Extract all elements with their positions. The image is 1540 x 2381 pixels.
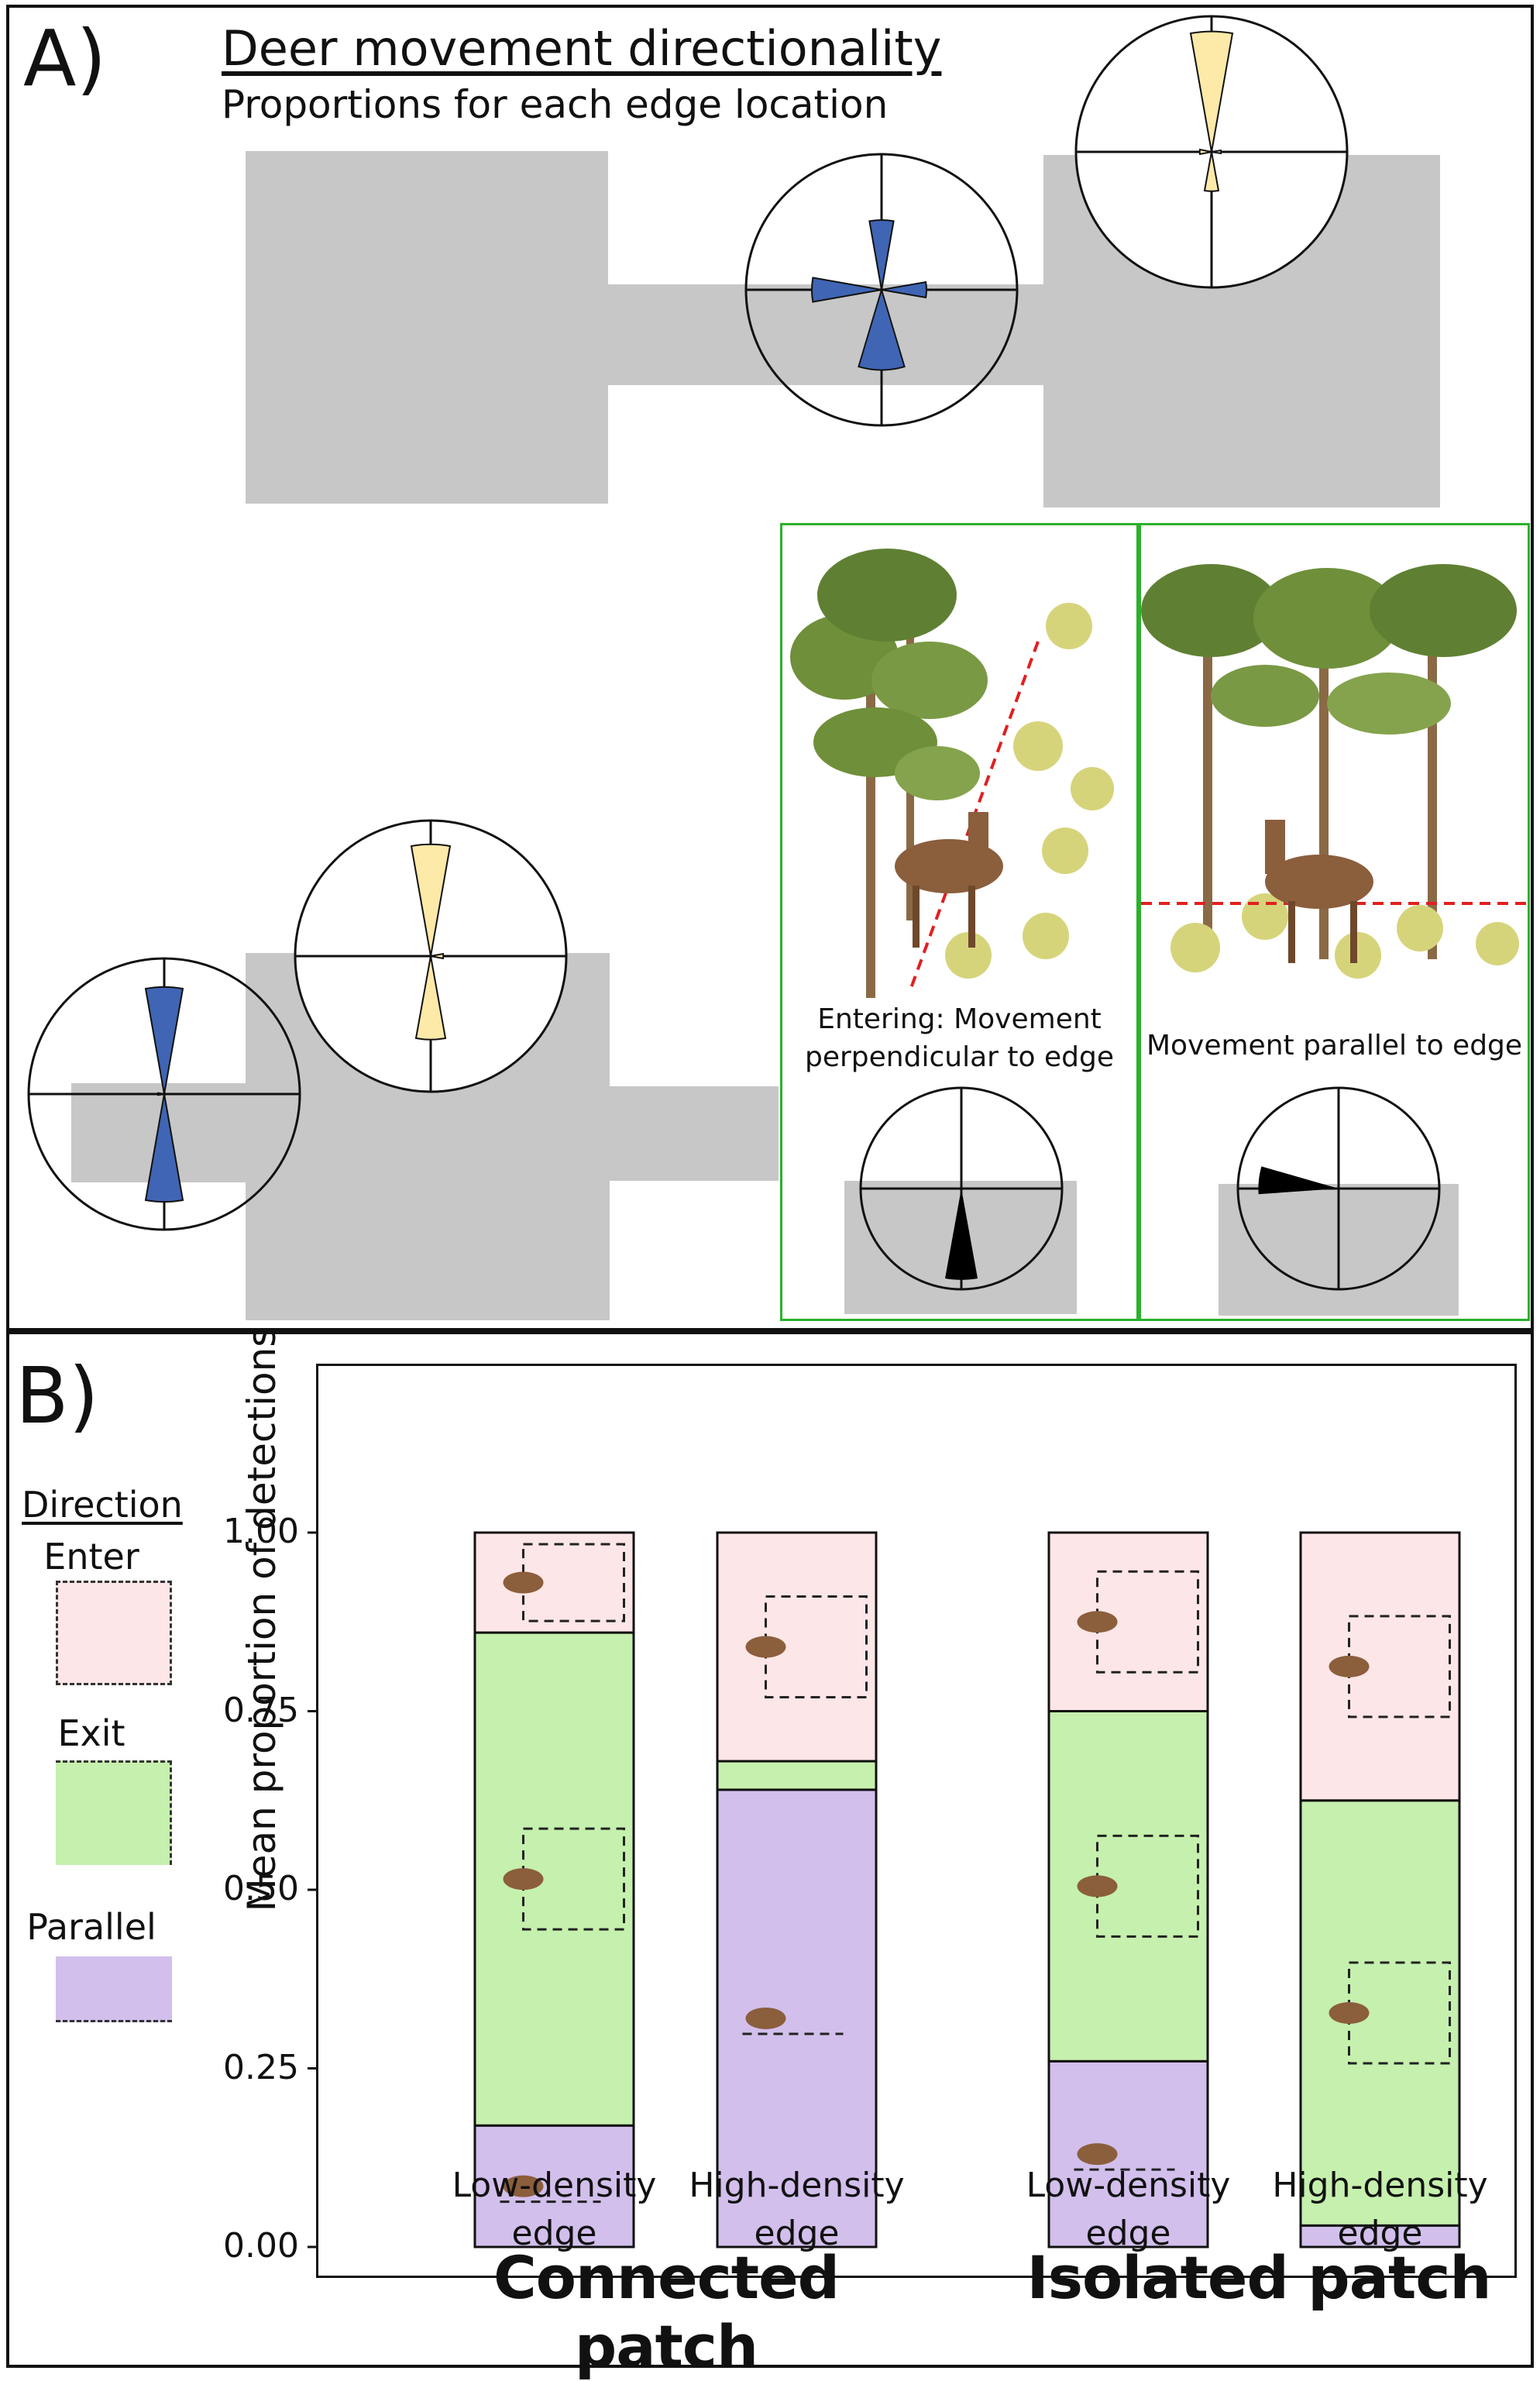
rose-petal — [414, 955, 447, 1041]
legend-label-enter: Enter — [43, 1536, 139, 1578]
exit-glyph — [1348, 1961, 1451, 2065]
y-axis-title-text: Mean proportion of detections — [239, 1326, 284, 1912]
rose-petal — [1203, 151, 1220, 192]
plot-area — [308, 1364, 1517, 2278]
category-label-line: Low-density — [1026, 2166, 1231, 2205]
panel-a: A) Deer movement directionality Proporti… — [6, 5, 1534, 1331]
deer-icon — [503, 1571, 544, 1594]
category-label-line: High-density — [1272, 2166, 1488, 2205]
deer-icon — [1077, 1611, 1118, 1633]
rose-inset-entering — [859, 1086, 1064, 1291]
rose-isolated-edge — [294, 819, 568, 1093]
bar-segment-enter — [716, 1531, 878, 1763]
rose-petal — [858, 287, 906, 371]
rose-petal — [156, 1092, 165, 1096]
category-label-line: High-density — [689, 2166, 905, 2205]
bar-segment-enter — [473, 1531, 635, 1634]
bar-segment-parallel — [473, 2124, 635, 2249]
category-label-line: edge — [511, 2213, 597, 2253]
inset-parallel-caption: Movement parallel to edge — [1146, 1030, 1523, 1061]
rose-petal — [430, 952, 445, 960]
y-tick-label: 0.25 — [223, 2047, 299, 2087]
deer-icon — [745, 1636, 786, 1658]
enter-glyph — [1348, 1615, 1451, 1719]
y-tick-label: 0.50 — [223, 1869, 299, 1908]
rose-petal — [945, 1189, 978, 1280]
rose-petal — [410, 843, 452, 957]
isolated-patch-right-strip — [610, 1086, 779, 1181]
rose-connected-corridor — [744, 153, 1019, 427]
group-label-connected: Connected patch — [493, 2243, 840, 2381]
deer-icon — [1077, 1875, 1118, 1898]
panel-a-letter: A) — [23, 13, 107, 104]
y-tick-label: 0.75 — [223, 1690, 299, 1730]
inset-entering: deer Entering: Movement perpendicular to… — [780, 523, 1139, 1321]
rose-connected-edge — [1074, 15, 1349, 289]
legend-swatch-parallel — [56, 1956, 172, 2022]
panel-a-title: Deer movement directionality — [222, 20, 942, 77]
rose-petal — [1211, 149, 1222, 155]
deer-icon — [745, 2007, 786, 2029]
bar-segment-parallel — [716, 1788, 878, 2249]
legend-label-exit: Exit — [57, 1712, 125, 1754]
legend-label-parallel: Parallel — [26, 1906, 156, 1948]
bar-segment-enter — [1299, 1531, 1461, 1802]
rose-petal — [1258, 1166, 1339, 1195]
category-label: High-density edge — [1256, 2162, 1504, 2257]
bar-segment-exit — [473, 1631, 635, 2127]
rose-inset-parallel — [1236, 1086, 1441, 1291]
forest-edge-illustration: deer — [790, 549, 1114, 998]
legend-swatch-exit — [56, 1760, 172, 1865]
group-label-isolated: Isolated patch — [1026, 2243, 1492, 2312]
legend-title: Direction — [22, 1484, 183, 1526]
caption-line: Entering: Movement — [817, 1003, 1102, 1035]
category-label-line: edge — [1337, 2213, 1423, 2253]
category-label: High-density edge — [673, 2162, 921, 2257]
category-label-line: edge — [754, 2213, 840, 2253]
y-tick-label: 0.00 — [223, 2226, 299, 2266]
deer-icon — [1077, 2143, 1118, 2166]
category-label: Low-density edge — [431, 2162, 679, 2257]
bar-segment-exit — [1299, 1799, 1461, 2227]
caption-line: perpendicular to edge — [805, 1041, 1114, 1073]
deer-icon — [503, 1868, 544, 1891]
rose-petal — [881, 280, 927, 299]
category-label-line: Low-density — [452, 2166, 657, 2205]
deer-icon — [1329, 1655, 1370, 1677]
enter-glyph — [1096, 1570, 1199, 1674]
inset-entering-caption: Entering: Movement perpendicular to edge — [782, 1001, 1136, 1076]
rose-petal — [144, 986, 184, 1095]
svg-text:deer: deer — [782, 514, 811, 528]
deer-icon — [503, 2175, 544, 2197]
forest-edge-illustration — [1141, 564, 1528, 979]
rose-petal — [144, 1093, 184, 1203]
exit-glyph — [522, 1827, 625, 1931]
bar-segment-exit — [716, 1760, 878, 1791]
panel-b-letter: B) — [15, 1350, 99, 1441]
rose-petal — [868, 219, 895, 291]
inset-parallel: Movement parallel to edge — [1139, 523, 1530, 1321]
category-label: Low-density edge — [1005, 2162, 1253, 2257]
category-label-line: edge — [1085, 2213, 1171, 2253]
deer-icon — [1329, 2002, 1370, 2025]
rose-petal — [811, 277, 882, 303]
y-tick-label: 1.00 — [223, 1512, 299, 1551]
rose-petal — [1189, 30, 1234, 153]
rose-petal — [1198, 148, 1212, 156]
connected-patch-left-block — [246, 151, 608, 504]
exit-glyph — [1096, 1834, 1199, 1938]
bar-segment-exit — [1047, 1710, 1209, 2063]
enter-glyph — [765, 1595, 868, 1699]
rose-isolated-strip — [27, 957, 301, 1231]
panel-a-subtitle: Proportions for each edge location — [222, 82, 889, 127]
legend-swatch-enter — [56, 1581, 172, 1685]
stacked-bar-chart — [308, 1531, 1461, 2249]
bar-segment-enter — [1047, 1531, 1209, 1712]
connected-patch-corridor — [608, 284, 1050, 385]
